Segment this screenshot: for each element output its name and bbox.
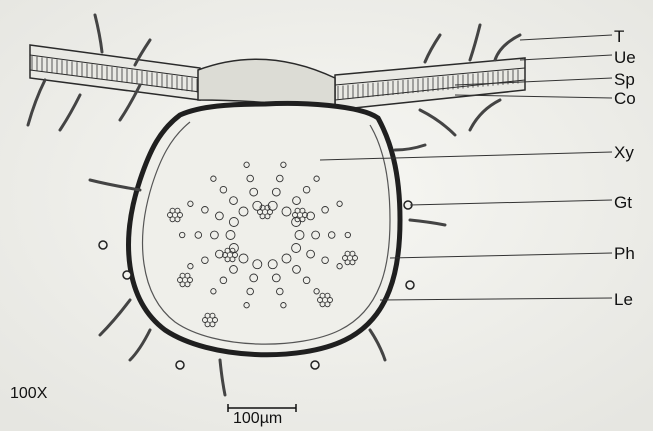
label-ue: Ue: [614, 49, 636, 66]
magnification-label: 100X: [10, 385, 47, 403]
label-co: Co: [614, 90, 636, 107]
label-gt: Gt: [614, 194, 632, 211]
label-xy: Xy: [614, 144, 634, 161]
label-le: Le: [614, 291, 633, 308]
label-t: T: [614, 28, 624, 45]
scale-bar-label: 100µm: [233, 410, 282, 428]
label-ph: Ph: [614, 245, 635, 262]
label-sp: Sp: [614, 71, 635, 88]
